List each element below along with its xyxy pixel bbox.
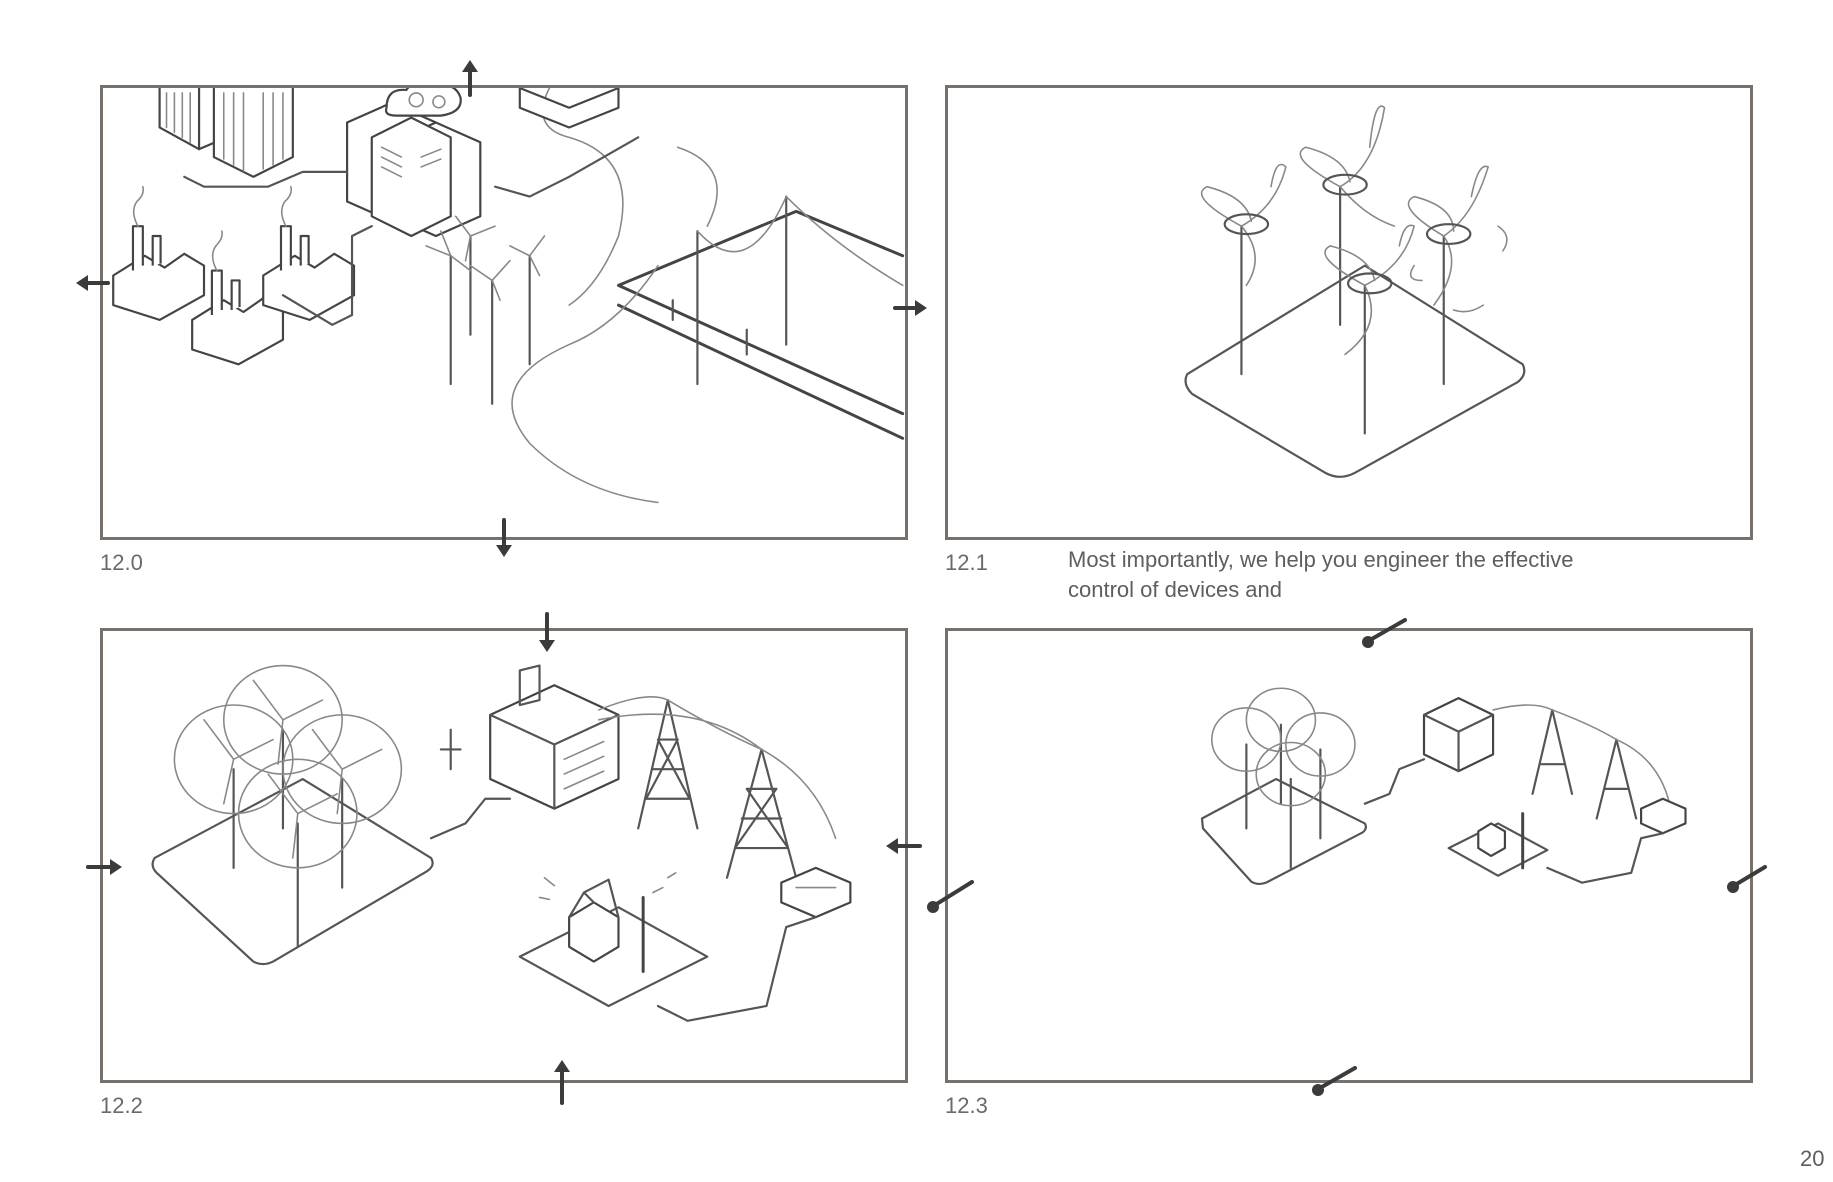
office-buildings-sketch — [158, 88, 294, 178]
wind-farm-sketch — [425, 215, 546, 405]
narration-caption: Most importantly, we help you engineer t… — [1068, 545, 1688, 605]
page-number: 20 — [1800, 1146, 1825, 1171]
turbine-group-sketch — [1200, 105, 1490, 435]
panel-label-12-0: 12.0 — [100, 550, 143, 575]
house-sketch — [518, 871, 709, 1008]
storyboard-frame-12-0 — [100, 85, 908, 540]
storyboard-frame-12-3 — [945, 628, 1753, 1083]
panel-label-12-2: 12.2 — [100, 1093, 143, 1118]
transmission-towers-sketch — [597, 695, 837, 879]
network-cable-sketch — [429, 797, 817, 1022]
wind-turbines-sketch — [173, 664, 403, 948]
wind-turbines-sketch — [1184, 105, 1526, 478]
panel-label-12-3: 12.3 — [945, 1093, 988, 1118]
data-center-servers-sketch — [346, 88, 482, 238]
smart-grid-city-sketch — [112, 88, 905, 504]
caption-line-1: Most importantly, we help you engineer t… — [1068, 547, 1574, 572]
wind-to-home-grid-sketch — [151, 664, 852, 1022]
control-box-sketch — [780, 866, 852, 919]
transmission-line-sketch — [511, 88, 905, 504]
storyboard-frame-12-2 — [100, 628, 908, 1083]
wind-to-home-grid-zoomed-out-sketch — [1200, 687, 1687, 885]
panel-label-12-1: 12.1 — [945, 550, 988, 575]
network-cable-sketch — [183, 136, 640, 326]
factories-sketch — [112, 185, 356, 366]
storyboard-frame-12-1 — [945, 85, 1753, 540]
substation-sketch — [439, 664, 620, 810]
caption-line-2: control of devices and — [1068, 577, 1283, 602]
